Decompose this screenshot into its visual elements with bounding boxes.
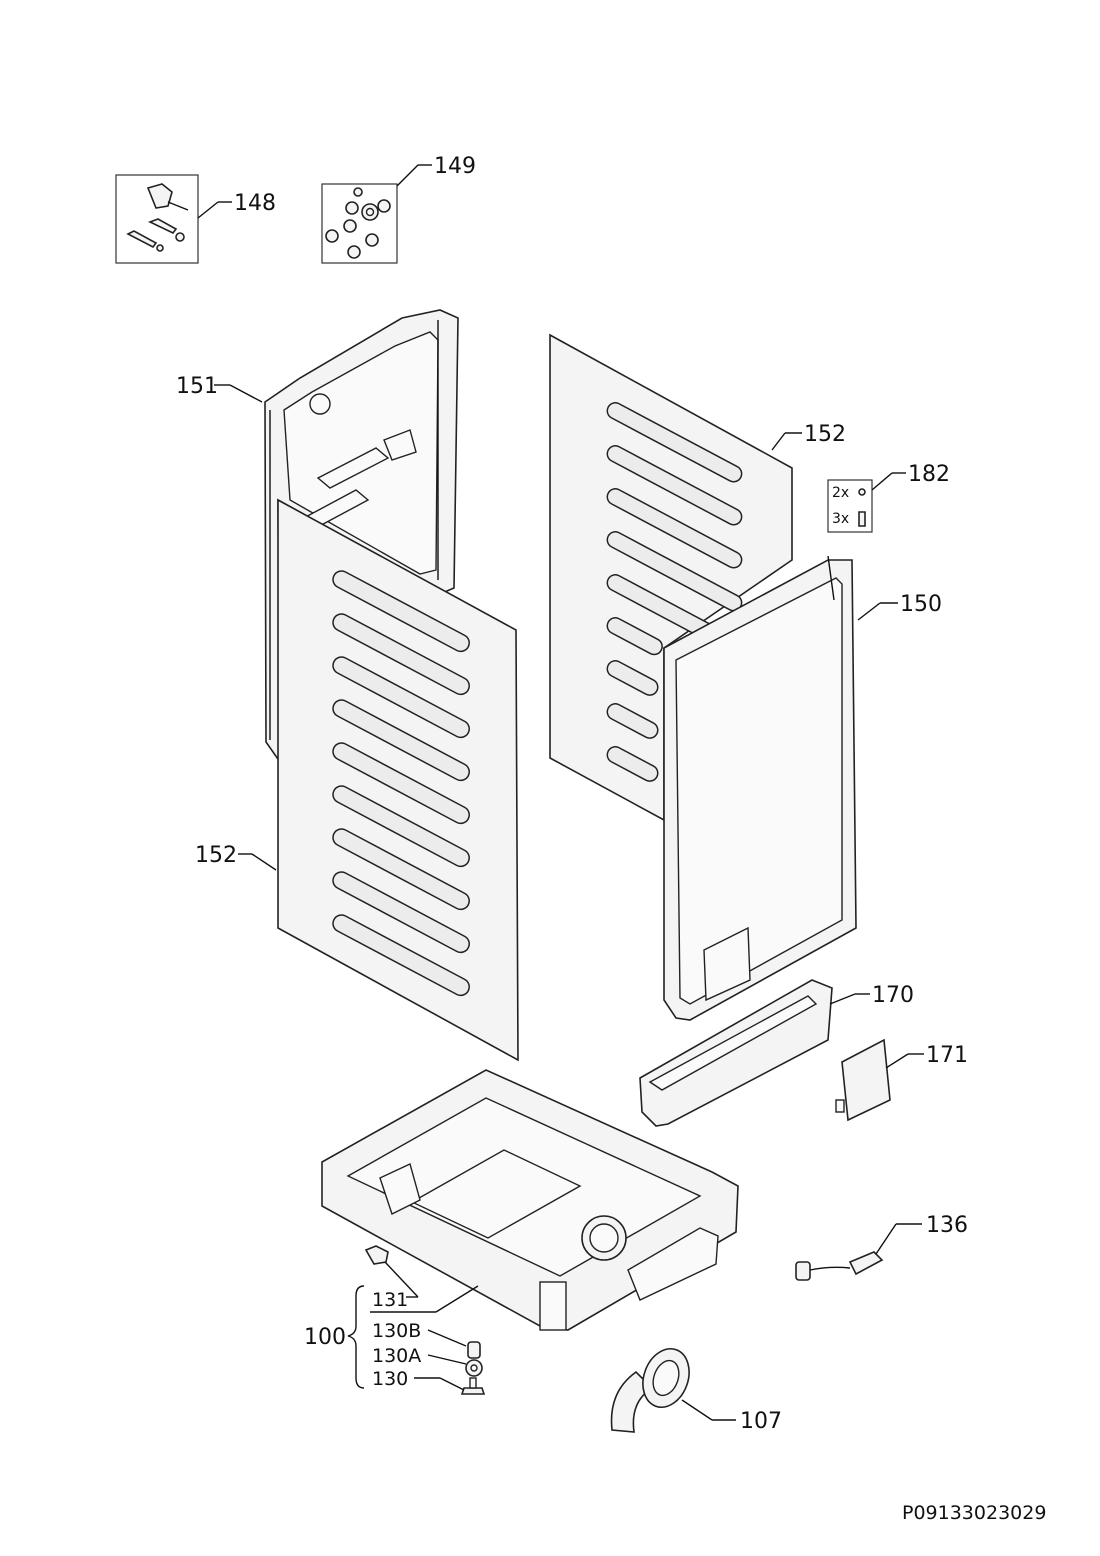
callout-107: 107 (740, 1409, 782, 1434)
callout-100: 100 (304, 1325, 346, 1350)
part-130a-gear (465, 1359, 483, 1377)
callout-130a: 130A (372, 1345, 421, 1367)
leader-130b (427, 1329, 467, 1347)
kit-182-row2-qty: 3x (832, 511, 849, 527)
part-152-side-panel-left (277, 498, 519, 1062)
kit-182-row1-qty: 2x (832, 485, 849, 501)
callout-171: 171 (926, 1043, 968, 1068)
document-code: P09133023029 (902, 1502, 1046, 1524)
callout-150: 150 (900, 592, 942, 617)
callout-130: 130 (372, 1368, 408, 1390)
part-182-screw-kit: 2x 3x (827, 479, 873, 533)
callout-182: 182 (908, 462, 950, 487)
part-136-sensor (795, 1251, 884, 1281)
callout-151: 151 (176, 374, 218, 399)
part-107-hose-bellows (610, 1348, 690, 1433)
callout-152-left: 152 (195, 843, 237, 868)
part-131-cap (364, 1245, 389, 1265)
part-151-rear-frame (264, 309, 459, 765)
panel-left-ribs (332, 570, 470, 997)
leader-107 (681, 1399, 713, 1421)
leader-182 (871, 472, 893, 491)
part-171-service-flap (835, 1038, 891, 1122)
callout-130b: 130B (372, 1320, 421, 1342)
leader-131 (384, 1261, 419, 1298)
callout-170: 170 (872, 983, 914, 1008)
part-130-foot (460, 1377, 486, 1395)
callout-152-top: 152 (804, 422, 846, 447)
leader-148 (197, 201, 219, 219)
leader-149 (396, 164, 419, 187)
brace-100 (347, 1285, 365, 1389)
callout-149: 149 (434, 154, 476, 179)
leader-136 (875, 1223, 897, 1255)
part-148-fixing-kit (115, 174, 199, 264)
part-150-front-panel (663, 555, 857, 1021)
callout-148: 148 (234, 191, 276, 216)
callout-136: 136 (926, 1213, 968, 1238)
callout-131: 131 (372, 1289, 408, 1311)
part-149-feet-kit (321, 183, 398, 264)
leader-130a (427, 1354, 467, 1365)
leader-170 (829, 993, 856, 1005)
part-100-base (321, 1069, 739, 1331)
part-170-plinth (639, 979, 833, 1127)
leader-171 (885, 1053, 909, 1069)
leader-150 (857, 602, 881, 621)
leader-152-top (771, 432, 786, 451)
part-130b-nut (467, 1341, 481, 1359)
